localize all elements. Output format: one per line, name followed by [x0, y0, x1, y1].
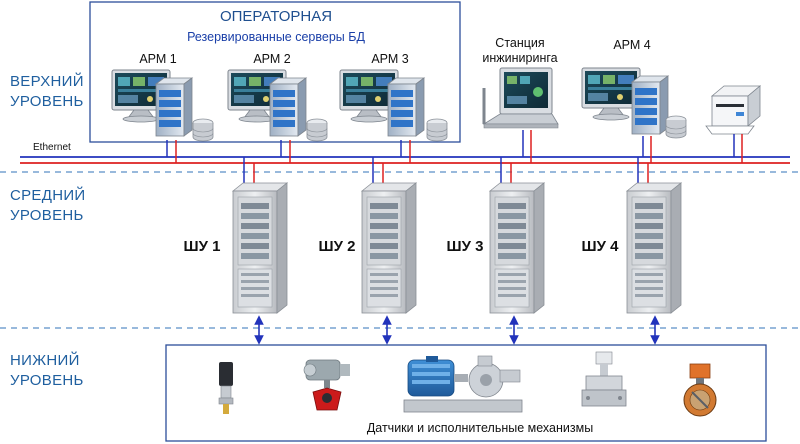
engineering-station-label-line1: Станция	[495, 36, 544, 50]
butterfly-valve-actuator-icon	[303, 359, 350, 411]
arm1-server-icon	[155, 77, 193, 137]
printer-icon	[705, 85, 762, 135]
arm3-label: АРМ 3	[371, 52, 408, 66]
redundant-servers-label: Резервированные серверы БД	[187, 30, 365, 44]
level-lower-line1: НИЖНИЙ	[10, 351, 80, 369]
cabinet-shu4-icon	[626, 182, 682, 314]
field-devices-caption: Датчики и исполнительные механизмы	[367, 421, 593, 435]
field-devices-box	[165, 344, 767, 442]
level-upper-line2: УРОВЕНЬ	[10, 93, 84, 110]
cabinet-shu3-label: ШУ 3	[447, 238, 484, 255]
arm2-server-icon	[269, 77, 307, 137]
level-upper-line1: ВЕРХНИЙ	[10, 72, 84, 90]
flow-meter-icon	[581, 351, 627, 407]
arm2-label: АРМ 2	[253, 52, 290, 66]
engineering-station-label-line2: инжиниринга	[482, 51, 557, 65]
arm3-server-icon	[387, 77, 425, 137]
arm2-database-icon	[306, 118, 328, 142]
level-middle-line1: СРЕДНИЙ	[10, 186, 86, 204]
arm4-label: АРМ 4	[613, 38, 650, 52]
arm4-workstation	[581, 67, 687, 139]
ethernet-label: Ethernet	[33, 142, 71, 153]
arm4-server-icon	[631, 75, 669, 135]
cabinet-shu3-icon	[489, 182, 545, 314]
engineering-station-laptop-icon	[482, 67, 559, 129]
operator-room-title: ОПЕРАТОРНАЯ	[220, 8, 332, 25]
cabinet-shu2-label: ШУ 2	[319, 238, 356, 255]
cabinet-shu1-icon	[232, 182, 288, 314]
cabinet-shu2-icon	[361, 182, 417, 314]
field-link-arrows	[254, 315, 660, 345]
arm4-database-icon	[665, 115, 687, 139]
arm1-database-icon	[192, 118, 214, 142]
arm4-monitor-icon	[581, 67, 641, 121]
cabinet-shu1-label: ШУ 1	[184, 238, 221, 255]
level-middle-line2: УРОВЕНЬ	[10, 207, 84, 224]
level-lower-line2: УРОВЕНЬ	[10, 372, 84, 389]
arm3-database-icon	[426, 118, 448, 142]
pressure-sensor-icon	[218, 362, 234, 414]
arm1-label: АРМ 1	[139, 52, 176, 66]
pump-motor-icon	[403, 355, 523, 413]
upper-drops	[166, 130, 743, 163]
middle-drops	[243, 157, 649, 186]
electric-valve-icon	[683, 363, 717, 417]
cabinet-shu4-label: ШУ 4	[582, 238, 620, 255]
